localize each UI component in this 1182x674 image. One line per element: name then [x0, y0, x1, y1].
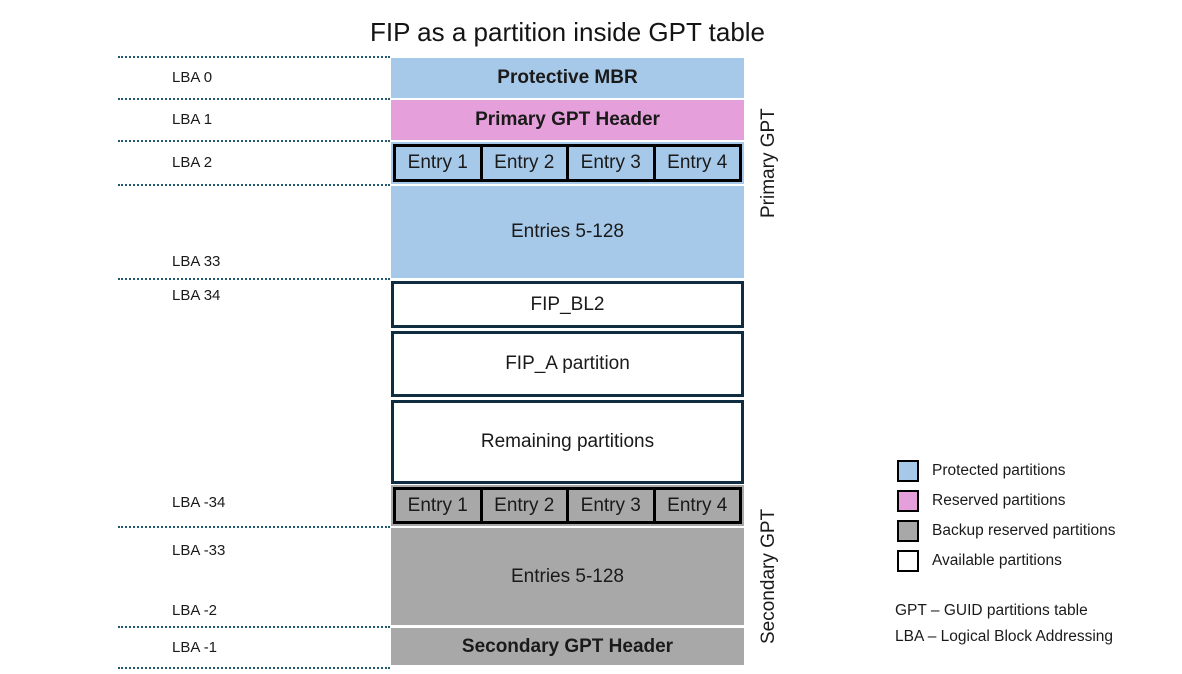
lba-label-n33: LBA -33 [172, 542, 226, 559]
primary-gpt-side-label: Primary GPT [758, 108, 779, 218]
legend-item-protected: Protected partitions [897, 460, 1066, 482]
legend-item-reserved: Reserved partitions [897, 490, 1066, 512]
legend-label-reserved: Reserved partitions [932, 492, 1066, 509]
lba-label-n34: LBA -34 [172, 494, 226, 511]
block-protective-mbr: Protective MBR [391, 58, 744, 98]
secondary-gpt-side-label: Secondary GPT [758, 508, 779, 644]
block-fip-a-partition: FIP_A partition [391, 331, 744, 397]
secondary-entry-1: Entry 1 [396, 490, 483, 521]
legend-swatch-available [897, 550, 919, 572]
block-primary-entries-rest: Entries 5-128 [391, 186, 744, 278]
primary-entry-1: Entry 1 [396, 147, 483, 179]
secondary-entry-3: Entry 3 [569, 490, 656, 521]
legend-item-backup: Backup reserved partitions [897, 520, 1116, 542]
abbrev-lba: LBA – Logical Block Addressing [895, 628, 1113, 645]
block-secondary-entries-rest: Entries 5-128 [391, 528, 744, 625]
diagram-title: FIP as a partition inside GPT table [369, 17, 766, 47]
lba-label-2: LBA 2 [172, 154, 213, 171]
block-primary-entry-row: Entry 1 Entry 2 Entry 3 Entry 4 [391, 142, 744, 184]
dotted-separator [118, 526, 390, 528]
block-fip-bl2: FIP_BL2 [391, 281, 744, 328]
lba-label-n1: LBA -1 [172, 639, 218, 656]
legend-label-backup: Backup reserved partitions [932, 522, 1116, 539]
abbrev-gpt: GPT – GUID partitions table [895, 602, 1088, 619]
secondary-entry-4: Entry 4 [667, 494, 728, 516]
legend-swatch-reserved [897, 490, 919, 512]
block-secondary-entry-row: Entry 1 Entry 2 Entry 3 Entry 4 [391, 485, 744, 526]
dotted-separator [118, 626, 390, 628]
dotted-separator [118, 140, 390, 142]
block-remaining-partitions: Remaining partitions [391, 400, 744, 484]
secondary-entry-2: Entry 2 [483, 490, 569, 521]
legend-label-protected: Protected partitions [932, 462, 1066, 479]
lba-label-33: LBA 33 [172, 253, 221, 270]
lba-label-n2: LBA -2 [172, 602, 218, 619]
legend-swatch-protected [897, 460, 919, 482]
primary-entry-2: Entry 2 [483, 147, 569, 179]
block-secondary-gpt-header: Secondary GPT Header [391, 628, 744, 665]
secondary-entry-box: Entry 1 Entry 2 Entry 3 Entry 4 [393, 487, 742, 524]
dotted-separator [118, 98, 390, 100]
legend-label-available: Available partitions [932, 552, 1062, 569]
lba-label-0: LBA 0 [172, 69, 213, 86]
block-primary-gpt-header: Primary GPT Header [391, 100, 744, 140]
primary-entry-3: Entry 3 [569, 147, 656, 179]
legend-swatch-backup [897, 520, 919, 542]
primary-entry-4: Entry 4 [667, 152, 728, 173]
dotted-separator [118, 56, 390, 58]
dotted-separator [118, 278, 390, 280]
primary-entry-box: Entry 1 Entry 2 Entry 3 Entry 4 [393, 144, 742, 182]
legend-item-available: Available partitions [897, 550, 1062, 572]
lba-label-1: LBA 1 [172, 111, 213, 128]
dotted-separator [118, 184, 390, 186]
dotted-separator [118, 667, 390, 669]
lba-label-34: LBA 34 [172, 287, 221, 304]
